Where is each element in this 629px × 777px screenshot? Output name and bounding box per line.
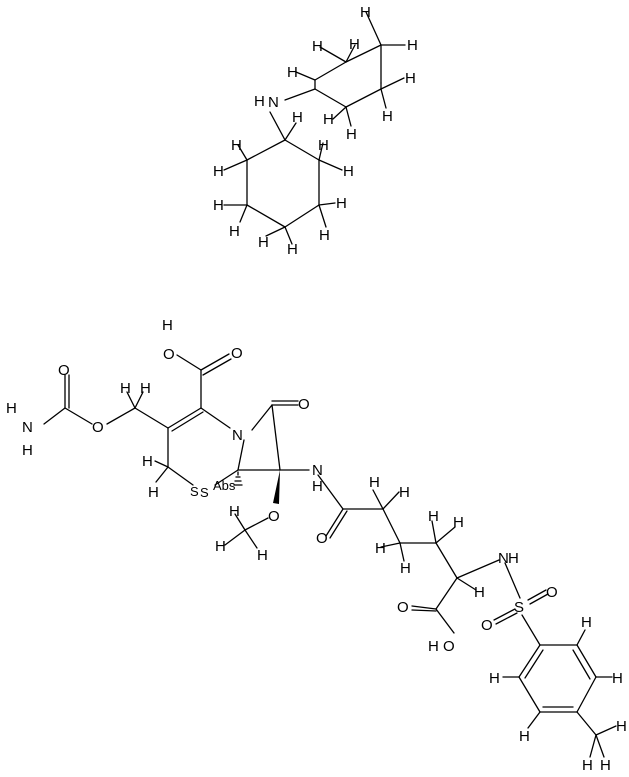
cephem-core [43, 353, 617, 758]
atom-h: H [318, 137, 329, 154]
atom-h: H [616, 718, 627, 735]
atom-o: O [92, 419, 104, 436]
atom-h: H [142, 453, 153, 470]
atom-n: N [268, 94, 279, 111]
atom-h: H [519, 728, 530, 745]
atom-h: H [287, 64, 298, 81]
atom-h: H [407, 37, 418, 54]
atom-n: N [232, 427, 243, 444]
atom-h: H [582, 757, 593, 774]
atom-h: H [346, 126, 357, 143]
atom-h: H [292, 109, 303, 126]
atom-h: H [369, 474, 380, 491]
wedge-stereo-bond [273, 470, 280, 504]
cyclohexyl-ring-b [223, 122, 343, 245]
atom-h: H [6, 400, 17, 417]
atom-n: N [22, 419, 33, 436]
atom-n: N [312, 462, 323, 479]
atom-h: H [229, 223, 240, 240]
atom-o: O [546, 584, 558, 601]
atom-h: H [612, 670, 623, 687]
atom-h: H [257, 547, 268, 564]
atom-h: H [213, 197, 224, 214]
atom-h: H [399, 484, 410, 501]
atom-s: S [200, 485, 209, 500]
atom-h: H [428, 638, 439, 655]
atom-h: H [508, 550, 519, 567]
atom-h: H [405, 70, 416, 87]
atom-h: H [22, 442, 33, 459]
atom-o: O [268, 508, 280, 525]
atom-h: H [360, 4, 371, 21]
atom-h: H [349, 36, 360, 53]
atom-s: S [514, 599, 524, 616]
atom-o: O [163, 346, 175, 363]
cyclohexyl-ring-a [295, 11, 406, 127]
hashed-stereo-bond [233, 471, 243, 486]
atom-h: H [382, 108, 393, 125]
atom-h: H [254, 93, 265, 110]
atom-o: O [231, 345, 243, 362]
stereo-abs-label: Abs [213, 478, 236, 493]
atom-o: O [397, 599, 409, 616]
atom-h: H [258, 234, 269, 251]
atom-o: O [443, 638, 455, 655]
atom-h: H [336, 195, 347, 212]
atom-h: H [213, 163, 224, 180]
atom-h: H [428, 508, 439, 525]
atom-h: H [229, 503, 240, 520]
atom-h: H [600, 757, 611, 774]
atom-o: O [316, 530, 328, 547]
atom-h: H [323, 111, 334, 128]
tolyl-ring [502, 629, 617, 758]
atom-h: H [312, 478, 323, 495]
atom-h: H [343, 163, 354, 180]
atom-h: H [400, 560, 411, 577]
atom-h: H [215, 538, 226, 555]
atom-h: H [231, 137, 242, 154]
atom-o: O [481, 617, 493, 634]
atom-h: H [287, 241, 298, 258]
atom-h: H [312, 38, 323, 55]
atom-h: H [474, 584, 485, 601]
atom-labels: H H H H H H H H H H N H H H H H H H H H … [6, 4, 627, 774]
atom-n: N [498, 550, 509, 567]
atom-h: H [375, 540, 386, 557]
atom-o: O [58, 362, 70, 379]
atom-h: H [489, 670, 500, 687]
atom-o: O [298, 396, 310, 413]
atom-h: H [148, 484, 159, 501]
atom-h: H [581, 614, 592, 631]
dicyclohexylamine [223, 11, 406, 245]
atom-h: H [120, 380, 131, 397]
atom-s: S [190, 484, 199, 499]
atom-h: H [319, 227, 330, 244]
atom-h: H [140, 380, 151, 397]
atom-h: H [162, 317, 173, 334]
atom-h: H [453, 514, 464, 531]
